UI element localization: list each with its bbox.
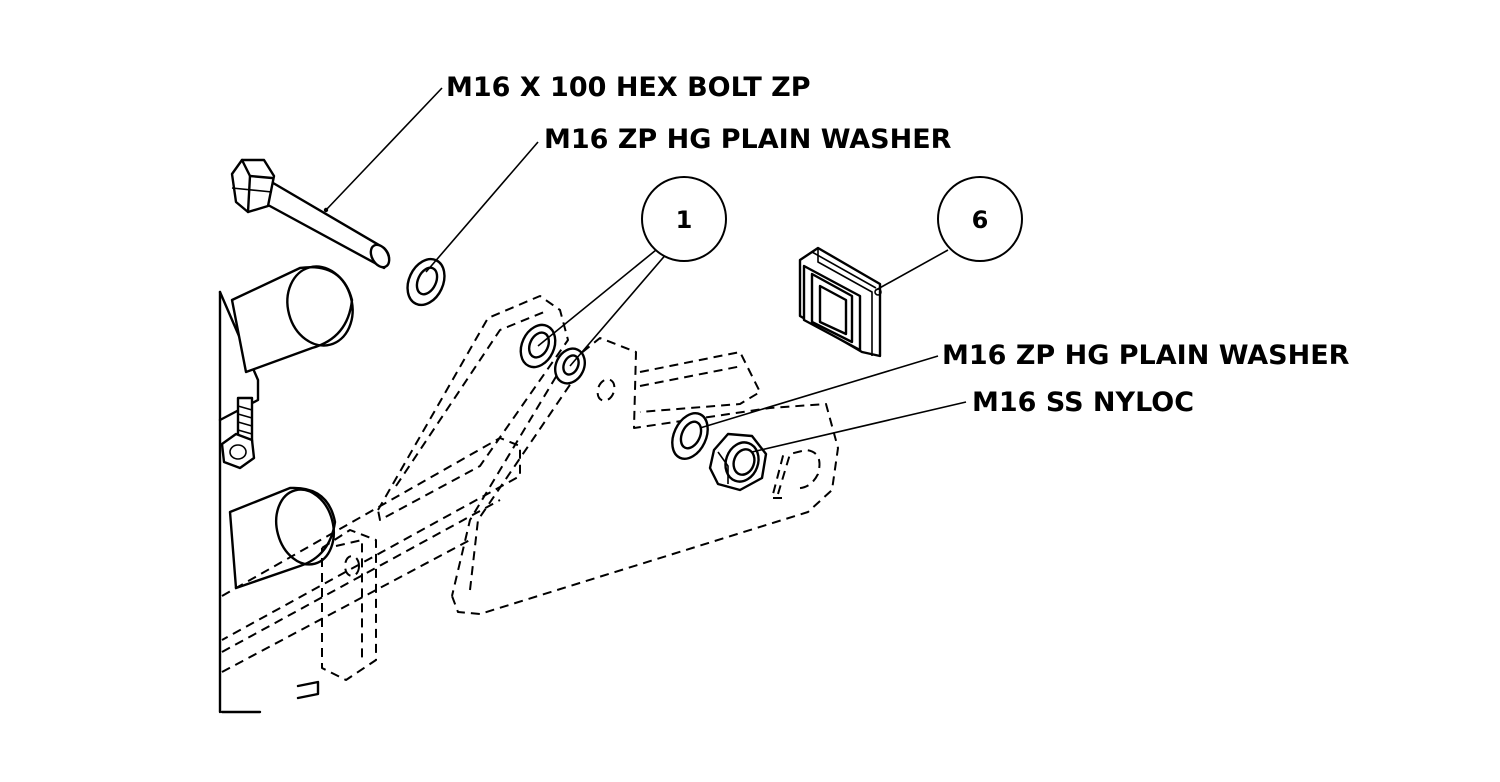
balloon-6: 6 (937, 176, 1023, 262)
balloon-6-number: 6 (972, 206, 989, 234)
label-hex-bolt: M16 X 100 HEX BOLT ZP (446, 72, 811, 103)
balloon-1-number: 1 (676, 206, 693, 234)
washer-top (406, 257, 446, 307)
nyloc-nut (708, 432, 768, 492)
label-washer-top: M16 ZP HG PLAIN WASHER (544, 124, 952, 155)
frame-structure (218, 265, 354, 714)
square-end-cap (798, 246, 882, 358)
label-washer-right: M16 ZP HG PLAIN WASHER (942, 340, 1350, 371)
balloon-1: 1 (641, 176, 727, 262)
washer-right (671, 412, 709, 460)
hex-bolt (230, 158, 391, 270)
leader-lines (325, 87, 967, 453)
label-nyloc-nut: M16 SS NYLOC (972, 387, 1195, 418)
